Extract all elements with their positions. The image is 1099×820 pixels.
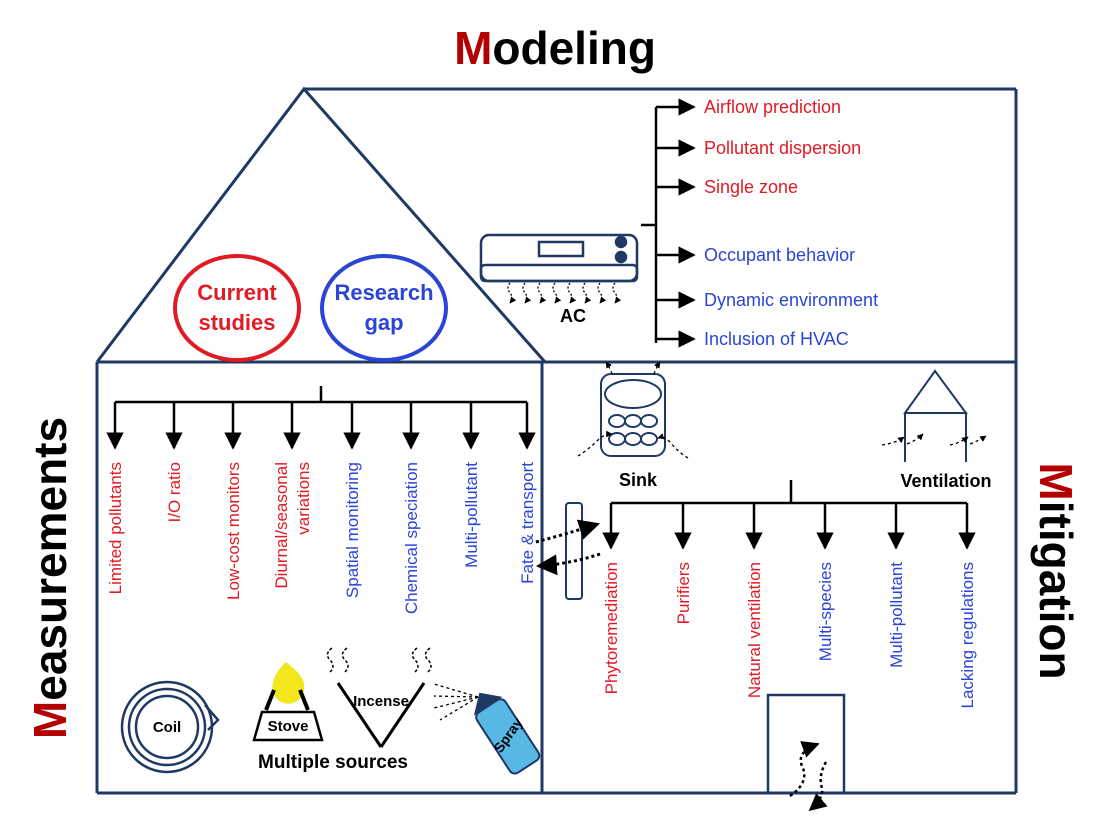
mitigation-list: Phytoremediation Purifiers Natural ventila… — [602, 503, 977, 708]
measurement-list: Limited pollutants I/O ratio Low-cost moni… — [106, 402, 537, 614]
stove-label: Stove — [268, 718, 309, 735]
incense-label: Incense — [353, 693, 409, 710]
measurement-item: variations — [294, 462, 313, 535]
house-outline — [95, 86, 1018, 795]
modeling-bracket — [641, 107, 658, 343]
mitigation-item: Purifiers — [674, 562, 693, 624]
spray-icon — [433, 683, 541, 775]
sink-icon — [600, 373, 666, 457]
measurement-item: Chemical speciation — [402, 462, 421, 614]
ventilation-airflow-arrows — [881, 433, 987, 446]
modeling-item: Dynamic environment — [704, 290, 878, 310]
svg-text:studies: studies — [198, 310, 275, 335]
mitigation-item: Multi-pollutant — [887, 562, 906, 668]
measurement-item: Fate & transport — [518, 462, 537, 584]
svg-text:Research: Research — [334, 280, 433, 305]
svg-text:Current: Current — [197, 280, 277, 305]
measurement-item: Limited pollutants — [106, 462, 125, 594]
ventilation-label: Ventilation — [900, 471, 991, 491]
modeling-item: Airflow prediction — [704, 97, 841, 117]
measurements-title: Measurements — [24, 417, 76, 739]
svg-text:gap: gap — [364, 310, 403, 335]
modeling-item: Occupant behavior — [704, 245, 855, 265]
measurement-item: Diurnal/seasonal — [272, 462, 291, 589]
window-icon — [535, 502, 601, 600]
sink-label: Sink — [619, 470, 658, 490]
ac-unit-icon — [479, 233, 639, 283]
mitigation-bracket — [611, 480, 967, 505]
door-icon — [766, 693, 846, 812]
mitigation-item: Multi-species — [816, 562, 835, 661]
measurements-bracket — [115, 386, 527, 404]
stove-icon — [252, 662, 324, 742]
research-gap-badge: Research gap — [320, 254, 448, 362]
measurement-item: Low-cost monitors — [224, 462, 243, 600]
sink-airflow-arrows — [577, 361, 689, 459]
ac-label: AC — [560, 306, 586, 326]
incense-icon — [326, 647, 432, 748]
mitigation-title: Mitigation — [1030, 462, 1082, 679]
current-studies-badge: Current studies — [173, 254, 301, 362]
measurement-item: Spatial monitoring — [343, 462, 362, 598]
mitigation-item: Phytoremediation — [602, 562, 621, 694]
modeling-item: Inclusion of HVAC — [704, 329, 849, 349]
measurement-item: Multi-pollutant — [462, 462, 481, 568]
multiple-sources-caption: Multiple sources — [258, 752, 408, 773]
modeling-item: Pollutant dispersion — [704, 138, 861, 158]
ac-airflow-arrows — [507, 282, 622, 304]
ventilation-icon — [903, 369, 968, 462]
coil-icon — [120, 680, 220, 774]
modeling-item: Single zone — [704, 177, 798, 197]
measurement-item: I/O ratio — [165, 462, 184, 522]
mitigation-item: Natural ventilation — [745, 562, 764, 698]
modeling-title: Modeling — [454, 22, 656, 74]
coil-label: Coil — [153, 719, 181, 736]
mitigation-item: Lacking regulations — [958, 562, 977, 708]
